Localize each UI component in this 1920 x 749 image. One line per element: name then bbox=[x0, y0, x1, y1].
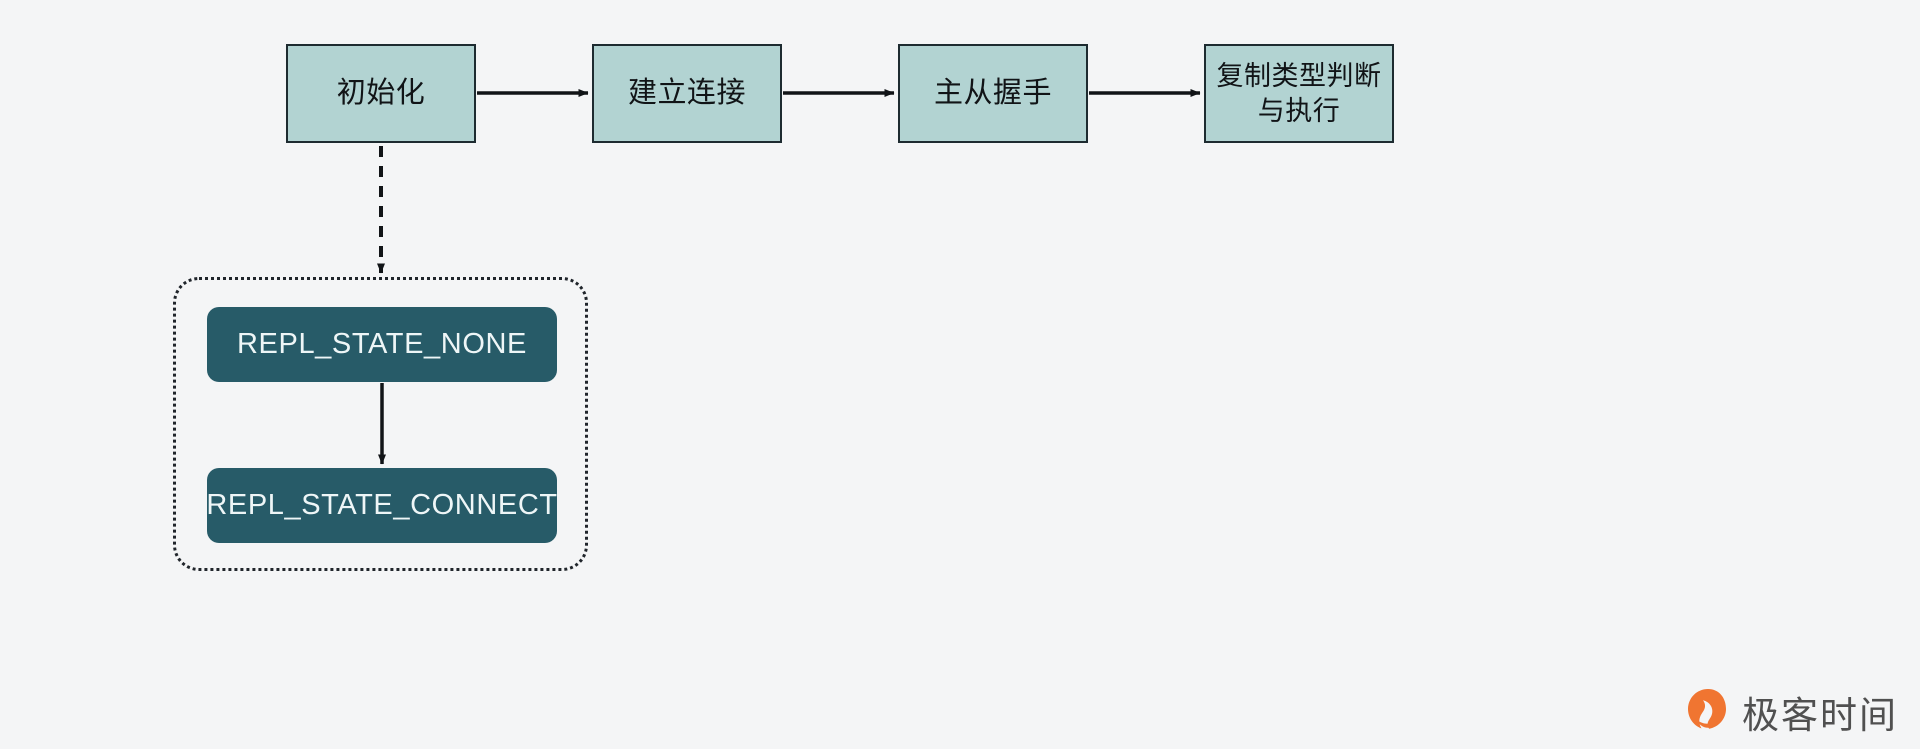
state-box-repl-state-connect[interactable]: REPL_STATE_CONNECT bbox=[206, 468, 557, 543]
flow-step-connect[interactable]: 建立连接 bbox=[592, 44, 782, 143]
geektime-flame-icon bbox=[1685, 687, 1731, 738]
watermark: 极客时间 bbox=[1685, 685, 1898, 739]
state-group-container bbox=[173, 277, 588, 571]
state-box-repl-state-none[interactable]: REPL_STATE_NONE bbox=[207, 307, 557, 382]
watermark-label: 极客时间 bbox=[1742, 694, 1898, 737]
flow-step-handshake[interactable]: 主从握手 bbox=[898, 44, 1088, 143]
flow-step-init[interactable]: 初始化 bbox=[286, 44, 476, 143]
flow-step-repltype[interactable]: 复制类型判断 与执行 bbox=[1204, 44, 1394, 143]
